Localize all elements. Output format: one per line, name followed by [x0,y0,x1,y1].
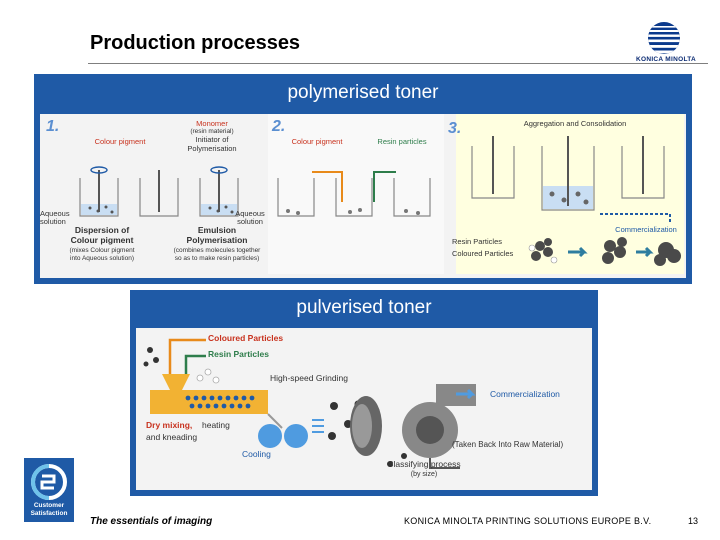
page-title: Production processes [90,32,301,54]
high-speed-grinding-label: High-speed Grinding [270,373,348,383]
emulsion-label-2: Polymerisation [186,235,248,245]
emulsion-label-4: so as to make resin particles) [174,255,260,262]
aqueous-right-label: Aqueous [235,209,265,218]
coloured-particles-label: Coloured Particles [452,249,514,258]
customer-satisfaction-logo: Customer Satisfaction [24,458,74,522]
brand-name: KONICA MINOLTA [635,56,697,63]
cs-caption: Customer Satisfaction [24,502,74,518]
colour-pigment-label-2: Colour pigment [291,137,343,146]
polymerised-illustration [79,114,684,274]
panel-heading: polymerised toner [287,82,439,103]
cs-line-1: Customer [33,502,65,509]
coloured-particles-label: Coloured Particles [208,333,284,343]
dispersion-label-1: Dispersion of [74,225,130,235]
cooling-label: Cooling [242,449,271,459]
pulverised-diagram: Coloured Particles Resin Particles High-… [136,328,592,490]
panel-heading: pulverised toner [296,297,432,318]
aqueous-left-label: Aqueous [40,209,70,218]
polymerised-toner-panel: polymerised toner [34,74,692,284]
aggregation-label: Aggregation and Consolidation [523,119,627,128]
commercialization-label-2: Commercialization [490,389,560,399]
emulsion-label-3: (combines molecules together [173,247,261,254]
pulverised-illustration [143,338,476,469]
title-divider [88,63,708,64]
pulverised-toner-panel: pulverised toner [130,290,598,496]
resin-particles-label: Resin particles [377,137,427,146]
aqueous-left-label-2: solution [40,217,66,226]
dispersion-label-4: into Aqueous solution) [70,255,134,262]
colour-pigment-label-1: Colour pigment [94,137,146,146]
dispersion-label-2: Colour pigment [70,235,134,245]
konica-minolta-logo [648,22,680,54]
by-size-label: (by size) [410,471,438,478]
resin-material-label: (resin material) [190,128,234,135]
emulsion-label-1: Emulsion [197,225,237,235]
step-1-number: 1. [46,118,60,135]
page-number: 13 [688,516,699,526]
taken-back-label: (Taken Back Into Raw Material) [452,440,564,449]
heating-label: heating [202,420,230,430]
kneading-label: and kneading [146,432,198,442]
commercialization-label-1: Commercialization [615,225,677,234]
tagline: The essentials of imaging [90,516,213,527]
initiator-label: Initiator of [195,135,229,144]
step-2-number: 2. [272,118,286,135]
polymerised-diagram: 1. 2. 3. Monomer (resin material) Initia… [40,114,686,278]
dispersion-label-3: (mixes Colour pigment [69,247,135,254]
monomer-label: Monomer [196,119,228,128]
classifying-process-label: Classifying process [387,459,461,469]
cs-logo-graphic [24,458,74,522]
aqueous-right-label-2: solution [237,217,263,226]
footer-company: KONICA MINOLTA PRINTING SOLUTIONS EUROPE… [404,516,652,526]
polymerisation-label: Polymerisation [187,144,237,153]
resin-particles-label: Resin Particles [208,349,269,359]
resin-particles-label-2: Resin Particles [452,237,503,246]
dry-mixing-label: Dry mixing, [146,420,193,430]
step-3-number: 3. [448,120,462,137]
cs-line-2: Satisfaction [30,509,68,517]
